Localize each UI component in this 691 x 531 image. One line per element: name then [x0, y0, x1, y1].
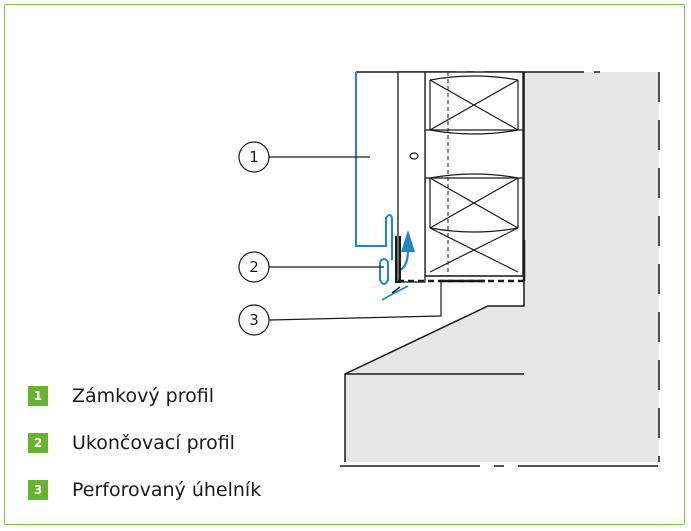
end-profile-blue — [379, 258, 389, 285]
legend: 1 Zámkový profil 2 Ukončovací profil 3 P… — [28, 382, 261, 523]
callout-number-3: 3 — [249, 311, 259, 329]
concrete-structure — [345, 72, 659, 462]
legend-badge-2: 2 — [28, 432, 48, 453]
leader-line-3 — [268, 281, 442, 321]
legend-label-2: Ukončovací profil — [72, 431, 235, 454]
legend-item-1: 1 Zámkový profil — [28, 382, 261, 409]
ventilation-arrow — [399, 249, 410, 271]
legend-label-3: Perforovaný úhelník — [72, 478, 262, 501]
legend-badge-1: 1 — [28, 385, 48, 406]
legend-item-2: 2 Ukončovací profil — [28, 429, 261, 456]
callout-number-1: 1 — [249, 148, 259, 166]
legend-badge-3: 3 — [28, 479, 48, 500]
blue-drip-line — [381, 285, 409, 301]
callout-number-2: 2 — [249, 258, 259, 276]
insulation-curves — [429, 75, 519, 233]
concrete-outline — [344, 72, 525, 462]
insulation-pattern — [429, 79, 519, 273]
legend-item-3: 3 Perforovaný úhelník — [28, 476, 261, 503]
figure-frame — [4, 4, 685, 525]
ventilation-arrowhead — [401, 230, 415, 252]
legend-label-1: Zámkový profil — [72, 384, 214, 407]
fixing-screw — [409, 152, 419, 160]
small-tick — [391, 286, 401, 294]
lock-profile-blue — [355, 72, 393, 260]
